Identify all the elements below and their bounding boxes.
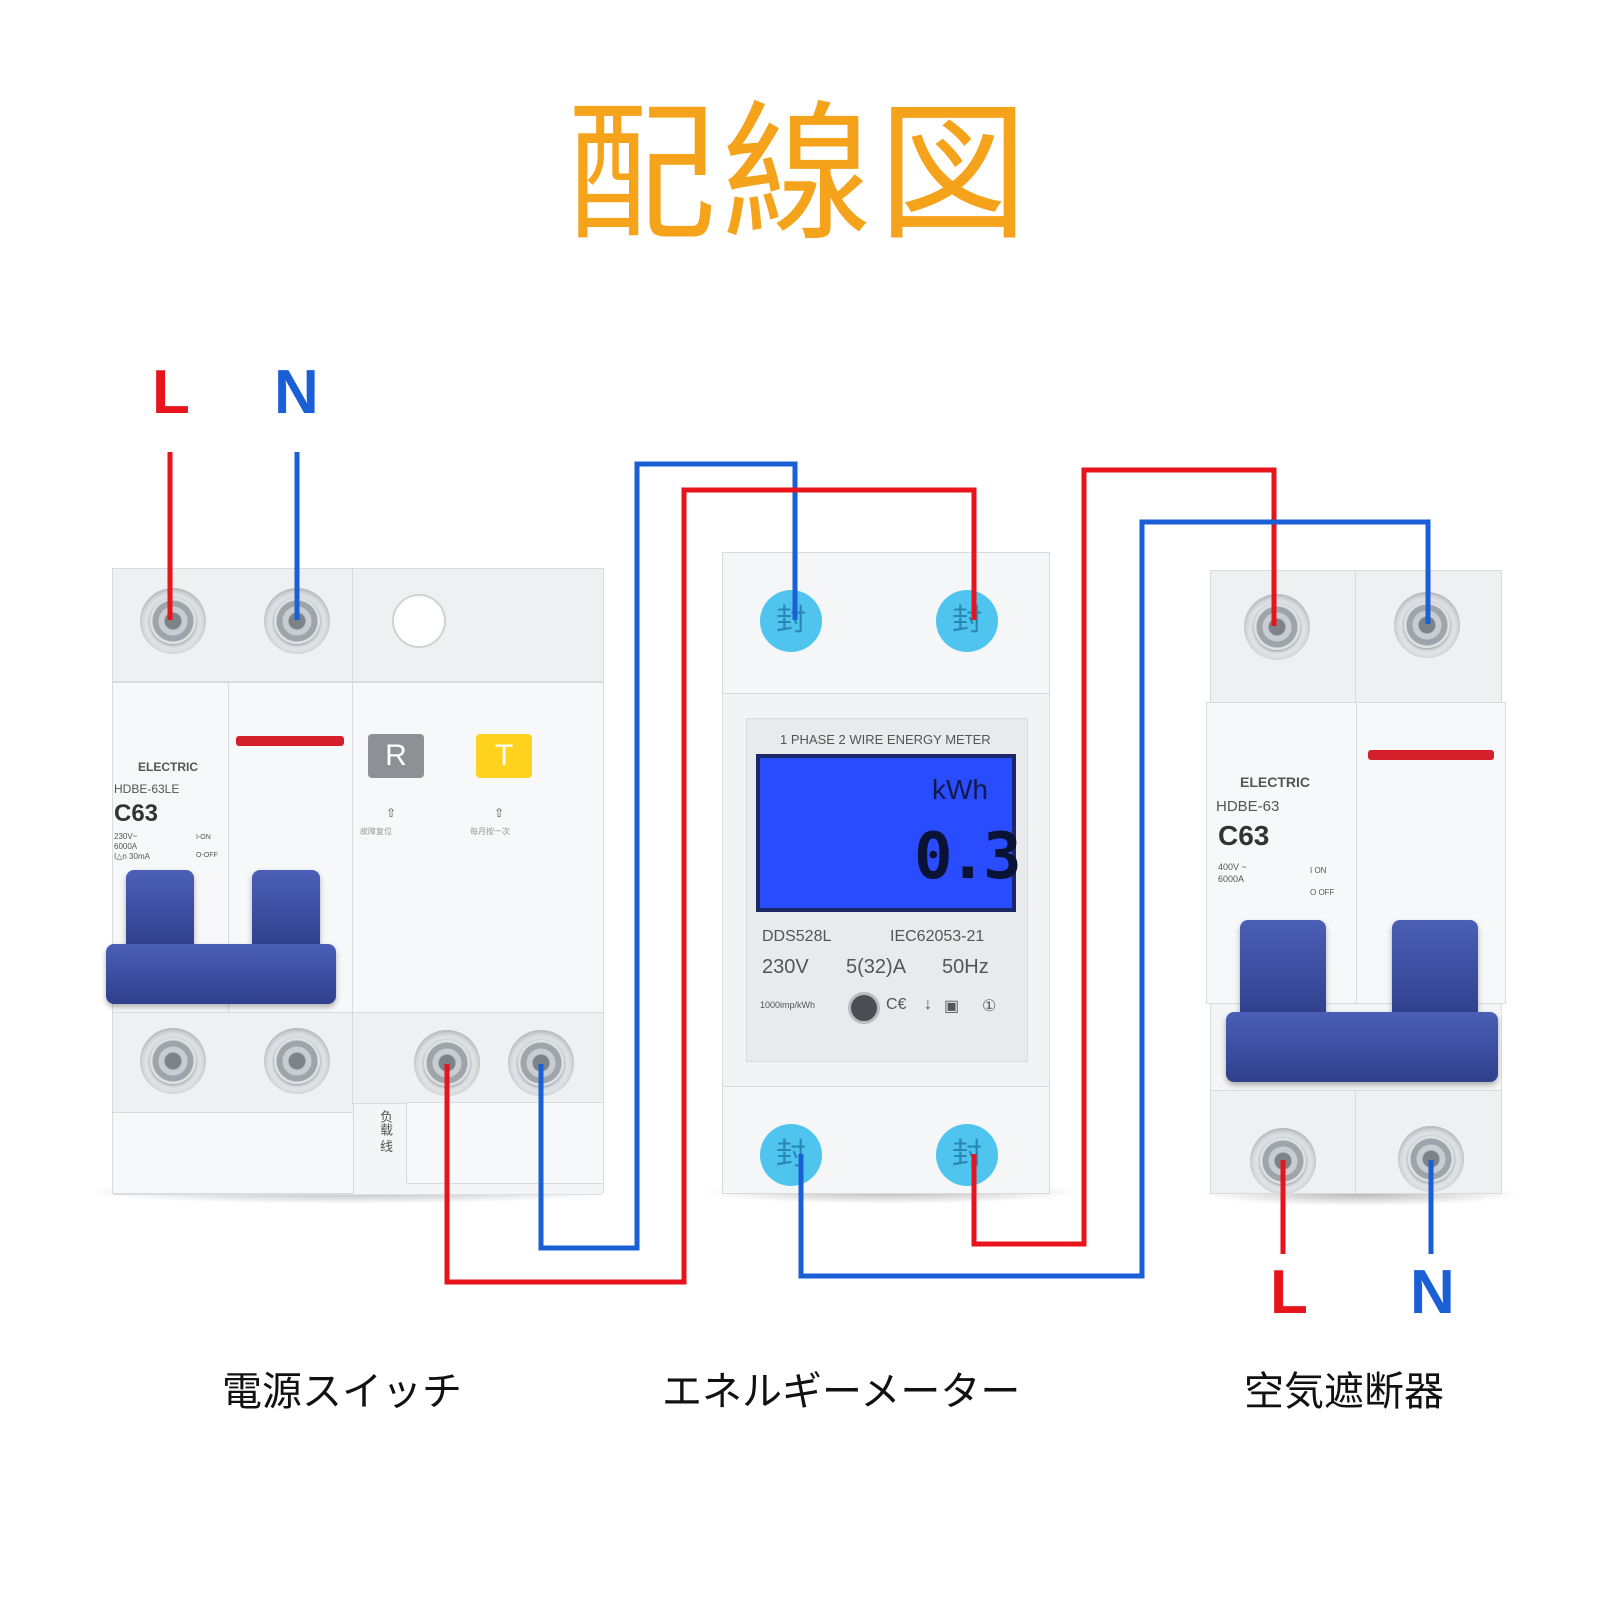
page-title: 配線図 xyxy=(565,88,1034,262)
energy-meter-caption: エネルギーメーター xyxy=(662,1369,1021,1415)
input-live-label: L xyxy=(152,358,190,427)
ground-icon: ↓ xyxy=(924,996,932,1013)
energy-meter-lcd xyxy=(756,754,1016,912)
air-breaker-toggle-pole2[interactable] xyxy=(1392,920,1478,1020)
air-breaker-on-label: I ON xyxy=(1310,866,1327,875)
power-switch-rating: C63 xyxy=(114,800,159,827)
arrow-up-icon: ⇧ xyxy=(386,806,397,820)
energy-meter-current: 5(32)A xyxy=(846,956,907,978)
power-switch-caption: 電源スイッチ xyxy=(222,1369,462,1415)
power-switch-input-l-screw[interactable] xyxy=(150,598,196,644)
info-icon: ① xyxy=(982,998,997,1015)
energy-meter-voltage: 230V xyxy=(762,956,809,978)
power-switch-spec-2: 6000A xyxy=(114,842,138,851)
arrow-up-icon: ⇧ xyxy=(494,806,505,820)
air-breaker-input-l-screw[interactable] xyxy=(1254,604,1300,650)
energy-meter-seal-top-left: 封 xyxy=(760,590,822,652)
energy-meter-unit: kWh xyxy=(932,774,988,805)
double-insulation-icon: ▣ xyxy=(944,998,960,1015)
power-switch-base xyxy=(112,1112,354,1194)
reset-button[interactable]: R xyxy=(368,734,424,778)
power-switch-red-indicator xyxy=(236,736,344,746)
power-switch-brand: ELECTRIC xyxy=(138,760,198,774)
air-breaker-caption: 空気遮断器 xyxy=(1244,1369,1444,1415)
air-breaker-model: HDBE-63 xyxy=(1216,798,1280,815)
power-switch-side-text: 负载 线 xyxy=(378,1110,393,1153)
air-breaker-toggle-pole1[interactable] xyxy=(1240,920,1326,1020)
power-switch-toggle-pole2[interactable] xyxy=(252,870,320,950)
power-switch-model: HDBE-63LE xyxy=(114,782,180,796)
meter-to-breaker-live-wire xyxy=(971,467,1277,1247)
power-switch-toggle-pole1[interactable] xyxy=(126,870,194,950)
switch-to-meter-neutral-wire xyxy=(538,461,798,1251)
energy-meter-reading: 0.3 xyxy=(914,820,1022,894)
reset-caption: 故障复位 xyxy=(360,827,392,836)
switch-to-meter-live-wire xyxy=(444,487,977,1285)
energy-meter-standard: IEC62053-21 xyxy=(890,928,985,945)
air-breaker-red-indicator xyxy=(1368,750,1494,760)
energy-meter-model: DDS528L xyxy=(762,928,832,945)
air-breaker-spec-2: 6000A xyxy=(1218,874,1245,884)
power-switch-rcd-base xyxy=(406,1102,604,1184)
air-breaker-off-label: O OFF xyxy=(1310,888,1335,897)
test-button[interactable]: T xyxy=(476,734,532,778)
air-breaker-spec-1: 400V ~ xyxy=(1218,862,1247,872)
test-caption: 每月按一次 xyxy=(470,827,510,836)
energy-meter-frequency: 50Hz xyxy=(942,956,989,978)
energy-meter-seal-bottom-right: 封 xyxy=(936,1124,998,1186)
power-switch-spec-3: I△n 30mA xyxy=(114,852,150,861)
ce-mark-icon: C€ xyxy=(886,996,907,1013)
power-switch-on-label: I-ON xyxy=(196,834,211,841)
power-switch-bottom-screw-2[interactable] xyxy=(274,1038,320,1084)
power-switch-bottom-screw-1[interactable] xyxy=(150,1038,196,1084)
air-breaker-rating: C63 xyxy=(1218,820,1270,851)
impulse-led xyxy=(848,992,880,1024)
energy-meter-header: 1 PHASE 2 WIRE ENERGY METER xyxy=(780,732,991,747)
power-switch-handle-bar[interactable] xyxy=(106,944,336,1004)
input-neutral-label: N xyxy=(274,358,319,427)
power-switch-off-label: O-OFF xyxy=(196,852,218,859)
energy-meter-seal-top-right: 封 xyxy=(936,590,998,652)
air-breaker-handle-bar[interactable] xyxy=(1226,1012,1498,1082)
energy-meter-seal-bottom-left: 封 xyxy=(760,1124,822,1186)
power-switch-spec-1: 230V~ xyxy=(114,832,138,841)
meter-to-breaker-neutral-wire xyxy=(798,519,1431,1279)
indicator-window xyxy=(392,594,446,648)
output-neutral-label: N xyxy=(1410,1258,1455,1327)
energy-meter-impulse: 1000imp/kWh xyxy=(760,1000,816,1010)
output-live-label: L xyxy=(1270,1258,1308,1327)
air-breaker-brand: ELECTRIC xyxy=(1240,774,1310,790)
